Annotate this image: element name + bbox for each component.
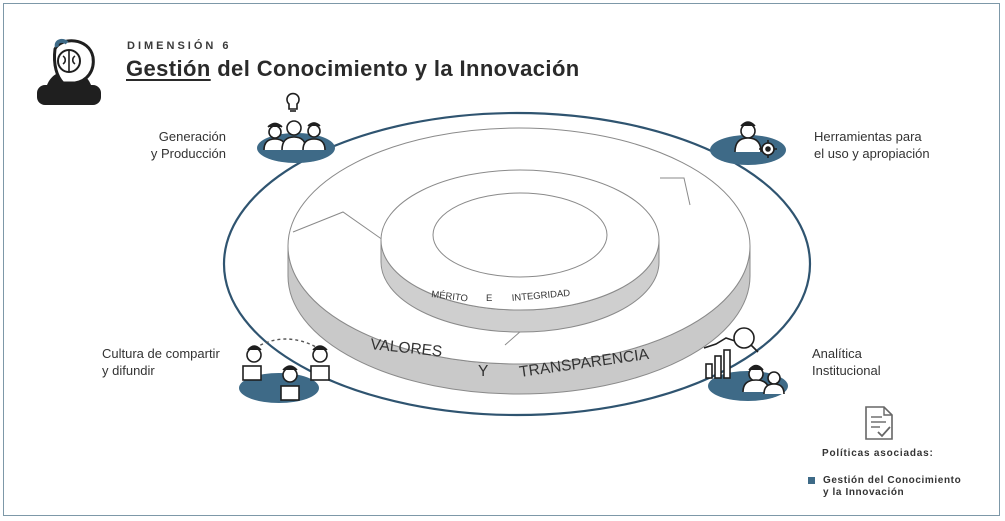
page-title: Gestión del Conocimiento y la Innovación (126, 56, 580, 82)
policies-title: Políticas asociadas: (822, 448, 934, 459)
node-generacion-label-line2: y Producción (150, 146, 226, 161)
node-herramientas-label: Herramientas para el uso y apropiación (814, 128, 930, 162)
node-cultura-label: Cultura de compartir y difundir (102, 345, 220, 379)
people-sharing-icon (242, 345, 330, 401)
node-generacion-label: Generación y Producción (150, 128, 226, 162)
outer-ring-label-mid: Y (478, 363, 488, 380)
policy-text-line1: Gestión del Conocimiento (823, 475, 962, 486)
analytics-chart-icon (703, 327, 785, 395)
team-lightbulb-icon (263, 92, 326, 151)
policy-bullet (808, 477, 815, 484)
node-analitica-label-line2: Institucional (812, 363, 881, 378)
node-cultura (239, 338, 330, 403)
node-herramientas-label-line2: el uso y apropiación (814, 146, 930, 161)
head-brain-icon (37, 38, 101, 105)
node-analitica-label: Analítica Institucional (812, 345, 881, 379)
dimension-label: DIMENSIÓN 6 (127, 40, 232, 52)
outer-disk-cut-left (292, 211, 384, 241)
inner-ring-label-left: MÉRITO (431, 289, 469, 304)
node-analitica-label-line1: Analítica (812, 346, 862, 361)
policy-text-line2: y la Innovación (823, 487, 905, 498)
sharing-arc (254, 338, 319, 349)
core-ellipse (432, 192, 608, 278)
outer-orbit-ring (222, 111, 812, 417)
policy-text: Gestión del Conocimiento y la Innovación (823, 475, 993, 499)
page-title-underlined: Gestión (126, 56, 211, 81)
inner-ring-label-right: INTEGRIDAD (511, 288, 570, 304)
page-title-rest: del Conocimiento y la Innovación (210, 56, 580, 81)
node-herramientas-label-line1: Herramientas para (814, 129, 922, 144)
node-analitica (703, 327, 788, 401)
inner-ring-label-mid: E (486, 293, 492, 304)
document-check-icon (865, 406, 893, 440)
node-cultura-label-line2: y difundir (102, 363, 155, 378)
node-cultura-label-line1: Cultura de compartir (102, 346, 220, 361)
node-herramientas (710, 121, 786, 165)
outer-disk-cut-right (660, 177, 691, 206)
node-generacion (257, 92, 335, 163)
person-gear-icon (734, 121, 777, 158)
node-generacion-label-line1: Generación (158, 129, 226, 144)
